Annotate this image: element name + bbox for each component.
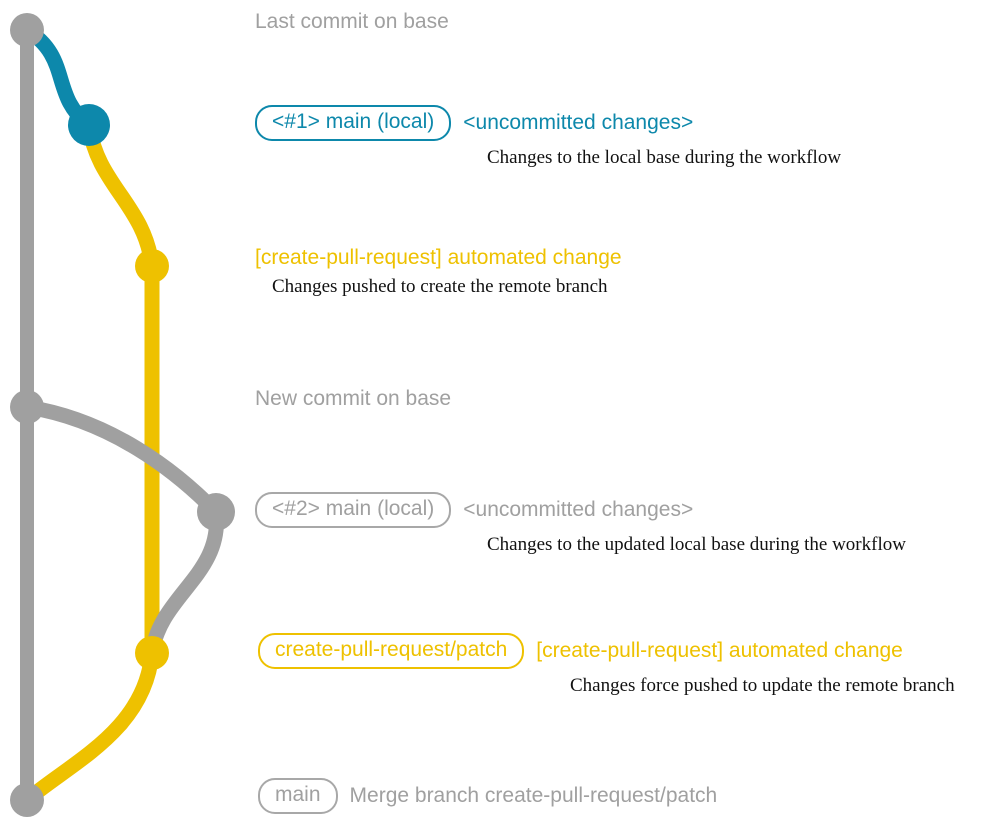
commit-subject-patch-create: [create-pull-request] automated change bbox=[255, 246, 622, 269]
commit-row-patch-update: create-pull-request/patch [create-pull-re… bbox=[258, 633, 955, 697]
ref-badge-patch-update[interactable]: create-pull-request/patch bbox=[258, 633, 525, 669]
commit-subject-patch-update: [create-pull-request] automated change bbox=[536, 639, 903, 662]
commit-subject-base-new: New commit on base bbox=[255, 387, 452, 410]
commit-row-main: <#2> main (local) <uncommitted changes> bbox=[255, 492, 906, 528]
commit-subject-local-uncommitted-2: <uncommitted changes> bbox=[463, 498, 694, 521]
commit-row-local-uncommitted-2: <#2> main (local) <uncommitted changes> Ch… bbox=[255, 492, 906, 556]
commit-row-base-merge: main Merge branch create-pull-request/pat… bbox=[258, 778, 717, 814]
commit-subject-local-uncommitted-1: <uncommitted changes> bbox=[463, 111, 694, 134]
graph-edge-local2-to-patchupdate bbox=[144, 504, 224, 661]
graph-edge-patchupdate-to-merge bbox=[19, 645, 160, 808]
commit-row-main: New commit on base bbox=[255, 387, 451, 411]
commit-subject-base-merge: Merge branch create-pull-request/patch bbox=[349, 784, 718, 807]
commit-row-main: main Merge branch create-pull-request/pat… bbox=[258, 778, 717, 814]
commit-row-base-last: Last commit on base bbox=[255, 10, 449, 34]
graph-edge-basenew-to-local2 bbox=[19, 399, 224, 520]
commit-node-patch-update[interactable] bbox=[135, 636, 169, 670]
ref-badge-base-merge[interactable]: main bbox=[258, 778, 338, 814]
commit-node-local-uncommitted-1[interactable] bbox=[68, 104, 110, 146]
commit-description-patch-create: Changes pushed to create the remote bran… bbox=[272, 276, 608, 297]
commit-node-base-merge[interactable] bbox=[10, 783, 44, 817]
commit-row-main: [create-pull-request] automated change bbox=[255, 246, 622, 270]
commit-node-patch-create[interactable] bbox=[135, 249, 169, 283]
commit-description-patch-update: Changes force pushed to update the remot… bbox=[570, 675, 955, 696]
ref-badge-local-uncommitted-2[interactable]: <#2> main (local) bbox=[255, 492, 452, 528]
ref-badge-local-uncommitted-1[interactable]: <#1> main (local) bbox=[255, 105, 452, 141]
commit-node-base-new[interactable] bbox=[10, 390, 44, 424]
commit-subject-base-last: Last commit on base bbox=[255, 10, 449, 33]
commit-row-local-uncommitted-1: <#1> main (local) <uncommitted changes> Ch… bbox=[255, 105, 841, 169]
graph-nodes bbox=[10, 13, 235, 817]
commit-node-base-last[interactable] bbox=[10, 13, 44, 47]
commit-row-main: <#1> main (local) <uncommitted changes> bbox=[255, 105, 841, 141]
commit-description-local-uncommitted-1: Changes to the local base during the wor… bbox=[487, 147, 842, 168]
commit-row-main: create-pull-request/patch [create-pull-re… bbox=[258, 633, 955, 669]
commit-node-local-uncommitted-2[interactable] bbox=[197, 493, 235, 531]
commit-row-main: Last commit on base bbox=[255, 10, 449, 34]
commit-description-local-uncommitted-2: Changes to the updated local base during… bbox=[487, 534, 906, 555]
commit-row-base-new: New commit on base bbox=[255, 387, 451, 411]
